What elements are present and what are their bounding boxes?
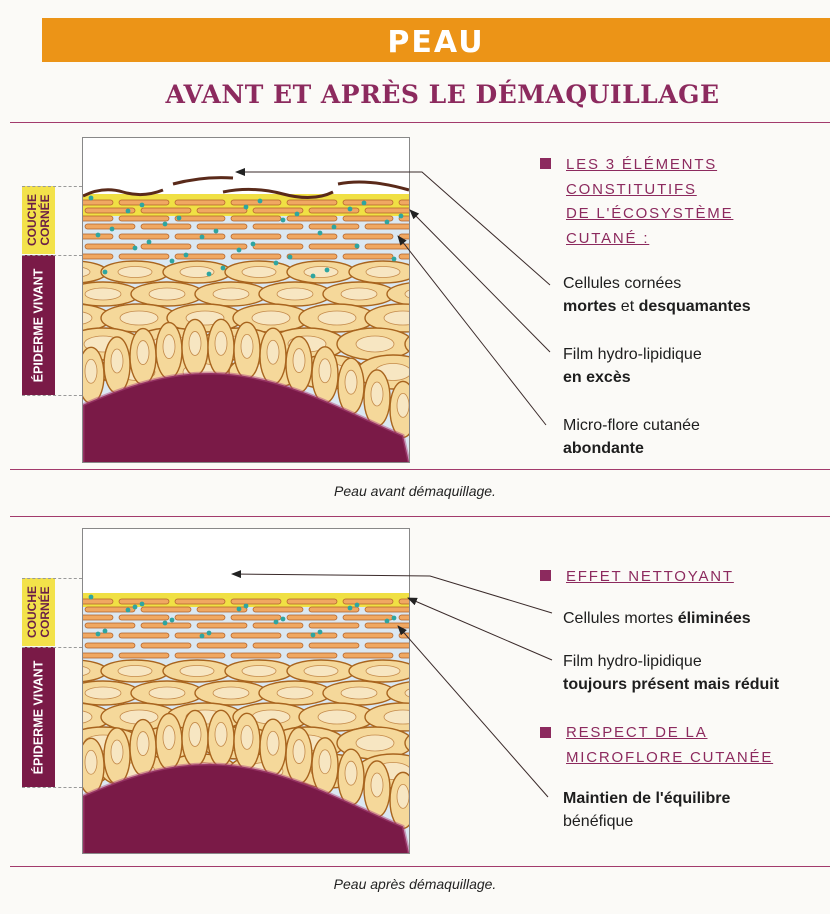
arrow-cells-removed [232,574,552,613]
arrow-film-reduced [408,598,552,660]
arrow-microflora-kept [398,626,548,797]
arrow-dead-cells [236,172,550,285]
arrow-microflora [398,236,546,425]
arrow-film [410,210,550,352]
